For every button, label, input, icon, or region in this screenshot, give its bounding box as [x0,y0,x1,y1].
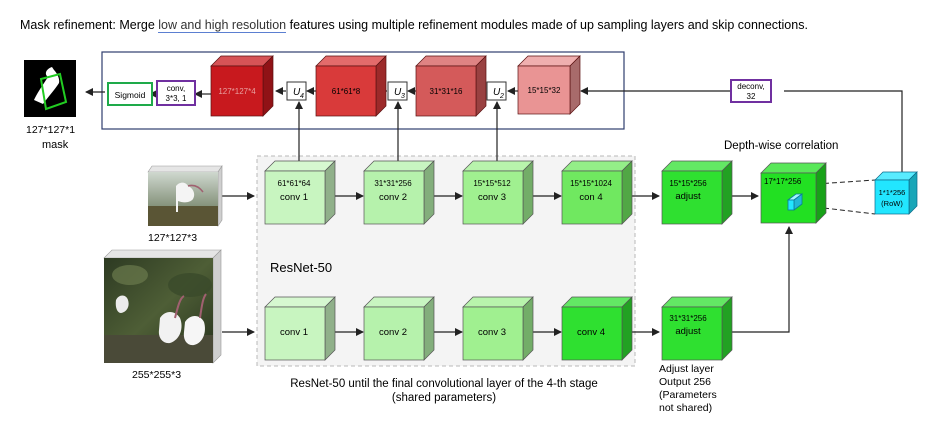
template-block-4-dim: 15*15*1024 [570,179,612,188]
upsample-units: U 4 U 3 U 2 [286,81,507,101]
svg-text:4: 4 [300,93,304,100]
svg-text:U: U [493,87,501,98]
refine-block-2-dim: 61*61*8 [332,87,361,96]
upsample-u3: U 3 [387,81,408,101]
depthwise-correlation-label: Depth-wise correlation [724,140,838,152]
refine-block-2 [315,55,387,117]
search-adjust-block [661,296,733,361]
search-block-1-name: conv 1 [280,327,308,338]
mask-bounding-box [39,72,68,111]
search-branch-blocks: conv 1 conv 2 conv 3 conv 4 [264,296,633,361]
adjust-note-line4: not shared) [659,402,712,414]
deconv-label-line1: deconv, [737,82,764,91]
template-block-1-name: conv 1 [280,192,308,203]
arrows [85,87,903,336]
correlation-dim: 17*17*256 [764,177,802,186]
row-cube [874,171,918,215]
figure-caption: Mask refinement: Merge low and high reso… [20,18,808,33]
sigmoid-label: Sigmoid [115,90,146,100]
adjust-blocks: 15*15*256 adjust 31*31*256 adjust [661,160,733,361]
template-block-2 [363,160,435,225]
refinement-blocks: 127*127*4 61*61*8 31*31*16 15*15*32 [210,55,581,117]
template-block-4-name: con 4 [579,192,602,203]
search-block-4 [561,296,633,361]
deconv-label-line2: 32 [747,92,756,101]
search-block-4-name: conv 4 [577,327,605,338]
template-branch-blocks: 61*61*64 conv 1 31*31*256 conv 2 15*15*512 co… [264,160,633,225]
search-block-1 [264,296,336,361]
mask-size-label: 127*127*1 [26,124,75,136]
adjust-note-line3: (Parameters [659,389,717,401]
svg-text:2: 2 [499,93,504,100]
template-adjust-name: adjust [675,191,701,202]
adjust-note-line2: Output 256 [659,376,711,388]
output-conv-label-line2: 3*3, 1 [166,94,187,103]
upsample-u4: U 4 [286,81,307,101]
mask-output [24,60,76,117]
svg-text:U: U [394,87,402,98]
svg-text:U: U [293,87,301,98]
template-block-3-name: conv 3 [478,192,506,203]
refine-block-1 [210,55,274,117]
search-size-label: 255*255*3 [132,369,181,381]
row-line1: 1*1*256 [879,188,906,197]
backbone-label: ResNet-50 [270,260,332,275]
output-conv-box [156,80,196,106]
refine-block-4 [517,55,581,115]
search-adjust-name: adjust [675,326,701,337]
template-block-2-dim: 31*31*256 [374,179,412,188]
correlation-block: 17*17*256 [760,162,827,224]
template-adjust-block [661,160,733,225]
row-block: 1*1*256 (RoW) [874,171,918,215]
adjust-note-line1: Adjust layer [659,363,714,375]
mask-label: mask [42,139,69,151]
row-line2: (RoW) [881,199,903,208]
template-block-3 [462,160,534,225]
search-block-3 [462,296,534,361]
template-block-1 [264,160,336,225]
template-size-label: 127*127*3 [148,232,197,244]
refine-block-3 [415,55,487,117]
output-conv-label-line1: conv, [167,84,186,93]
deconv-box [730,79,772,103]
caption-prefix: Mask refinement: Merge [20,18,159,32]
refine-block-4-dim: 15*15*32 [528,86,561,95]
row-highlight-prism [786,193,804,211]
refine-block-3-dim: 31*31*16 [430,87,463,96]
sigmoid-box [107,82,153,106]
search-block-3-name: conv 3 [478,327,506,338]
correlation-cube [760,162,827,224]
search-block-2-name: conv 2 [379,327,407,338]
footer-line1: ResNet-50 until the final convolutional … [290,378,598,390]
template-block-3-dim: 15*15*512 [473,179,511,188]
search-block-2 [363,296,435,361]
refine-block-1-dim: 127*127*4 [218,87,256,96]
template-block-4 [561,160,633,225]
template-block-1-dim: 61*61*64 [278,179,311,188]
svg-text:3: 3 [401,93,405,100]
caption-suffix: features using multiple refinement modul… [286,18,808,32]
upsample-u2: U 2 [486,81,507,101]
search-image [103,249,222,364]
template-image [147,165,223,227]
footer-line2: (shared parameters) [392,392,496,404]
search-adjust-dim: 31*31*256 [669,314,707,323]
template-block-2-name: conv 2 [379,192,407,203]
caption-link-text[interactable]: low and high resolution [158,18,287,33]
template-adjust-dim: 15*15*256 [669,179,707,188]
